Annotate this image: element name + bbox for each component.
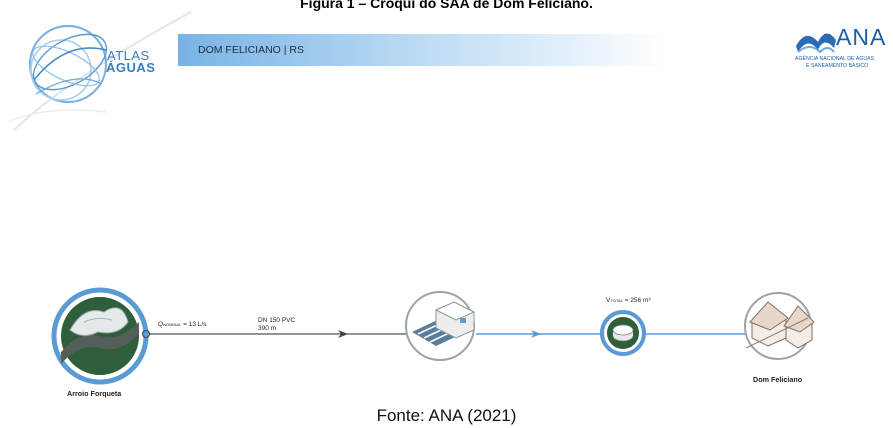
treated-water-arrow-icon <box>531 330 541 338</box>
reservoir-volume-subscript: TOTAL <box>610 298 623 303</box>
intake-flow-subscript: NOMINAL <box>163 322 182 327</box>
ana-logo-subtitle-2: E SANEAMENTO BÁSICO <box>806 63 869 69</box>
reservoir-tank-icon <box>600 310 646 356</box>
intake-flow-value: = 13 L/s <box>183 321 207 328</box>
atlas-logo-word-atlas: ATLAS <box>107 48 150 63</box>
city-houses-icon <box>744 292 815 360</box>
reservoir-volume-value: = 256 m³ <box>624 297 651 304</box>
reservoir-volume-label: VTOTAL = 256 m³ <box>606 297 651 304</box>
intake-flow-label: QNOMINAL = 13 L/s <box>158 321 206 328</box>
intake-flow-prefix: Q <box>158 321 164 328</box>
ana-logo-wave-icon <box>796 33 836 54</box>
source-name: Arroio Forqueta <box>67 389 122 398</box>
atlas-aguas-logo <box>7 11 192 131</box>
location-title: DOM FELICIANO | RS <box>198 44 304 56</box>
pipeline-spec-label: DN 150 PVC 390 m <box>258 317 295 333</box>
ana-logo-subtitle-1: AGÊNCIA NACIONAL DE ÁGUAS <box>795 56 875 62</box>
destination-name: Dom Feliciano <box>753 375 803 384</box>
ana-logo-name: ANA <box>836 24 887 50</box>
water-treatment-plant-icon <box>405 291 476 361</box>
figure-source: Fonte: ANA (2021) <box>376 406 517 425</box>
reservoir-volume-prefix: V <box>606 297 611 304</box>
pipeline-length: 390 m <box>258 325 277 332</box>
raw-water-arrow-icon <box>338 330 348 338</box>
river-intake-icon <box>51 287 150 385</box>
figure-title: Figura 1 – Croqui do SAA de Dom Felician… <box>300 0 593 11</box>
header-banner <box>178 34 668 66</box>
pipeline-diameter: DN 150 PVC <box>258 317 296 324</box>
atlas-logo-word-aguas: ÁGUAS <box>106 60 156 75</box>
